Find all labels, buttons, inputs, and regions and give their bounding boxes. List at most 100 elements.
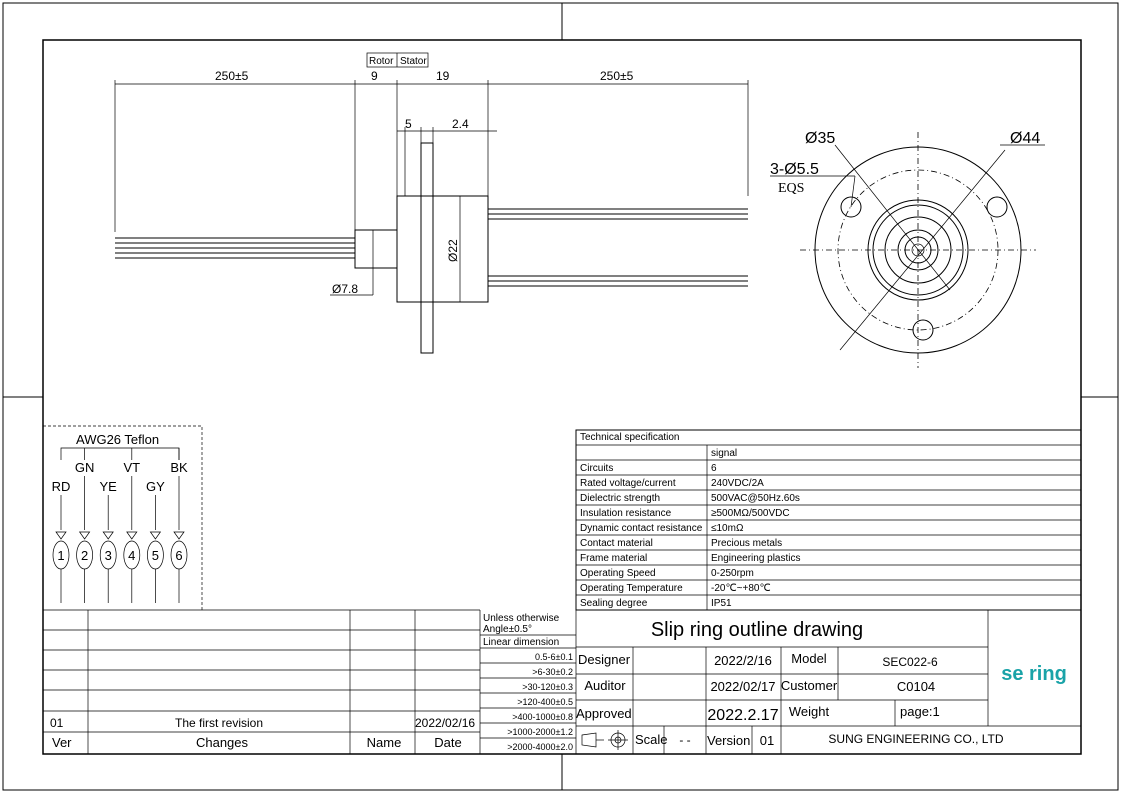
tolerance-block: Unless otherwise Angle±0.5° Linear dimen… [480,613,576,752]
dim-dia-22: Ø22 [446,239,460,262]
spec-value: signal [711,448,737,459]
spec-label: Insulation resistance [580,508,672,519]
header-date: Date [434,735,461,750]
spec-label: Dynamic contact resistance [580,523,703,534]
tolerance-item: >120-400±0.5 [517,697,573,707]
arrow-icon [55,531,67,540]
dim-left-length: 250±5 [215,69,249,83]
wire-color-label: BK [170,460,188,475]
drawing-title: Slip ring outline drawing [651,619,863,641]
spec-label: Operating Temperature [580,583,683,594]
page-number: page:1 [900,704,940,719]
arrow-icon [149,531,162,540]
terminal-number: 3 [105,548,112,563]
projection-symbol-icon [581,730,628,750]
company-name: SUNG ENGINEERING CO., LTD [828,732,1003,746]
weight-label: Weight [789,704,830,719]
customer-value: C0104 [897,679,935,694]
spec-label: Operating Speed [580,568,656,579]
spec-value: 500VAC@50Hz.60s [711,493,800,504]
zone-marks [3,3,1118,790]
tol-line1: Unless otherwise [483,613,560,624]
tolerance-item: >6-30±0.2 [532,667,573,677]
wire-color-label: VT [123,460,140,475]
header-changes: Changes [196,735,249,750]
tol-line3: Linear dimension [483,637,559,648]
wire-color-label: RD [52,479,71,494]
spec-label: Circuits [580,463,613,474]
dim-5: 5 [405,117,412,131]
tolerance-item: >1000-2000±1.2 [507,727,573,737]
terminal-number: 2 [81,548,88,563]
dim-2-4: 2.4 [452,117,469,131]
stator-label: Stator [400,56,427,67]
header-ver: Ver [52,735,72,750]
spec-value: IP51 [711,598,732,609]
spec-label: Contact material [580,538,653,549]
tolerance-item: >400-1000±0.8 [512,712,573,722]
dim-eqs: EQS [778,181,804,196]
side-view: Rotor Stator 250±5 9 19 250±5 5 2.4 Ø22 … [114,52,749,354]
spec-value: 6 [711,463,717,474]
wire-color-label: GN [75,460,95,475]
spec-value: 0-250rpm [711,568,754,579]
approved-date: 2022.2.17 [707,707,778,724]
spec-value: -20℃~+80℃ [711,583,771,594]
end-view: Ø35 Ø44 3-Ø5.5 EQS [770,130,1045,368]
dim-stator: 19 [436,69,450,83]
designer-label: Designer [578,652,631,667]
auditor-label: Auditor [584,678,626,693]
spec-title: Technical specification [580,432,680,443]
scale-value: - - [679,733,690,747]
header-name: Name [367,735,402,750]
terminal-number: 6 [175,548,182,563]
revision-table: 01 The first revision 2022/02/16 Ver Cha… [43,609,481,754]
spec-label: Sealing degree [580,598,648,609]
spec-value: ≥500MΩ/500VDC [711,508,790,519]
spec-value: ≤10mΩ [711,523,744,534]
title-block: Slip ring outline drawing Designer 2022/… [575,609,1082,755]
dim-rotor: 9 [371,69,378,83]
designer-date: 2022/2/16 [714,653,772,668]
wiring-diagram: AWG26 Teflon RD 1 GN 2 YE 3 VT 4 GY 5 BK 6 [43,425,203,610]
spec-label: Rated voltage/current [580,478,676,489]
wire-spec: AWG26 Teflon [76,432,159,447]
dim-dia-7-8: Ø7.8 [332,282,358,296]
arrow-icon [102,531,114,540]
scale-label: Scale [635,732,668,747]
rotor-label: Rotor [369,56,394,67]
dim-right-length: 250±5 [600,69,634,83]
dim-dia-35: Ø35 [805,130,835,147]
arrow-icon [173,531,185,540]
dim-holes: 3-Ø5.5 [770,161,819,178]
terminal-number: 4 [128,548,135,563]
spec-label: Dielectric strength [580,493,660,504]
wire-color-label: YE [100,479,118,494]
arrow-icon [126,531,138,540]
version-value: 01 [760,733,774,748]
terminal-number: 1 [57,548,64,563]
terminal-number: 5 [152,548,159,563]
company-logo: se ring [1001,663,1067,685]
wire-color-label: GY [146,479,165,494]
spec-value: Precious metals [711,538,782,549]
dim-dia-44: Ø44 [1010,130,1040,147]
revision-date: 2022/02/16 [415,716,475,730]
tolerance-item: 0.5-6±0.1 [535,652,573,662]
approved-label: Approved [576,706,632,721]
spec-label: Frame material [580,553,647,564]
tol-line2: Angle±0.5° [483,624,532,635]
revision-ver: 01 [50,716,64,730]
version-label: Version [707,733,750,748]
tolerance-item: >30-120±0.3 [522,682,573,692]
spec-value: Engineering plastics [711,553,801,564]
spec-value: 240VDC/2A [711,478,764,489]
auditor-date: 2022/02/17 [710,679,775,694]
customer-label: Customer [781,678,838,693]
arrow-icon [78,531,91,540]
model-label: Model [791,651,827,666]
tolerance-item: >2000-4000±2.0 [507,742,573,752]
model-value: SEC022-6 [882,655,938,669]
